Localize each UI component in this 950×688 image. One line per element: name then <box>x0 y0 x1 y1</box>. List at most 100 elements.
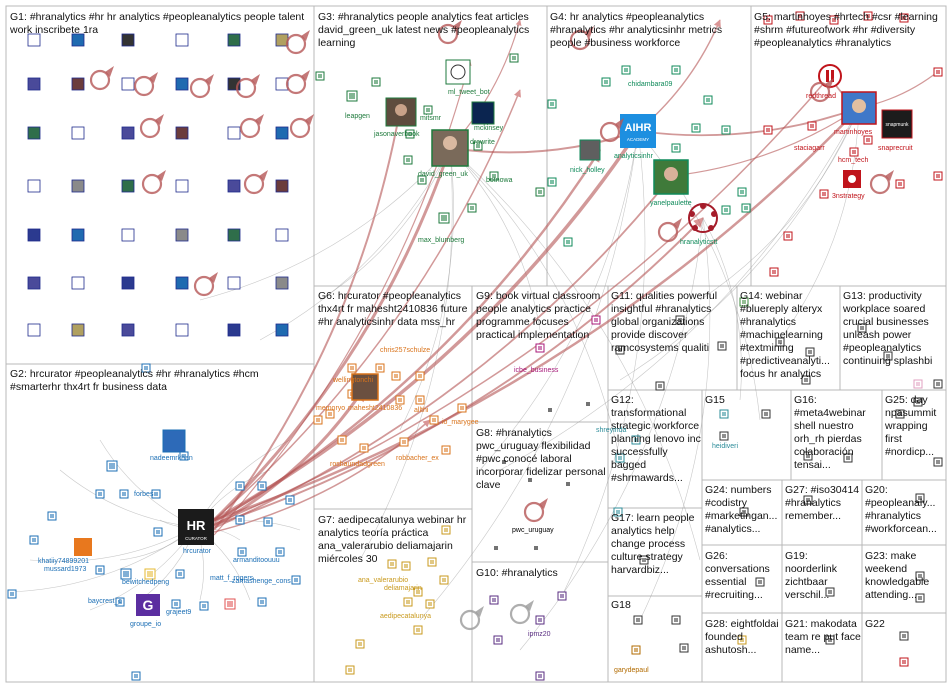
group-label-g20: G20:#peopleanaly...#hranalytics#workforc… <box>865 484 937 535</box>
g1-node[interactable] <box>27 228 41 242</box>
g1-node[interactable] <box>27 276 41 290</box>
g1-node[interactable] <box>71 228 85 242</box>
g1-node[interactable] <box>227 228 241 242</box>
g1-node[interactable] <box>121 323 135 337</box>
hrcurator-node[interactable]: HR CURATOR <box>178 509 214 545</box>
group-label-g2: G2: hrcurator #peopleanalytics #hr #hran… <box>10 368 259 393</box>
g1-node[interactable] <box>121 77 135 91</box>
self-loop-arrowhead <box>251 74 260 85</box>
self-loop-arrowhead <box>539 498 548 509</box>
g1-node[interactable] <box>27 77 41 91</box>
g1-node[interactable] <box>227 276 241 290</box>
network-node-fill <box>618 348 622 352</box>
g1-node[interactable] <box>175 323 189 337</box>
network-node-fill <box>886 354 890 358</box>
g1-node[interactable] <box>121 126 135 140</box>
g1-node[interactable] <box>71 33 85 47</box>
g1-node[interactable] <box>27 179 41 193</box>
g1-node[interactable] <box>71 126 85 140</box>
yanelpaulette-avatar[interactable] <box>653 159 689 195</box>
3nstrategy-dot <box>848 175 856 183</box>
network-node-fill <box>362 446 366 450</box>
node-label-zamashenge_cons: zamashenge_cons <box>232 578 291 585</box>
g1-node[interactable] <box>275 179 289 193</box>
g1-node[interactable] <box>27 33 41 47</box>
nadeemrkhan-avatar[interactable] <box>162 429 186 453</box>
g1-node[interactable] <box>175 276 189 290</box>
network-node-fill <box>674 618 678 622</box>
g1-node[interactable] <box>121 276 135 290</box>
network-node-fill <box>846 456 850 460</box>
snapmunk-avatar[interactable] <box>881 109 913 139</box>
g1-node[interactable] <box>275 126 289 140</box>
network-node-fill <box>444 528 448 532</box>
g1-node[interactable] <box>175 179 189 193</box>
nick-holley-avatar[interactable] <box>579 139 601 161</box>
g1-node[interactable] <box>227 323 241 337</box>
network-node-fill <box>154 492 158 496</box>
network-node-fill <box>636 618 640 622</box>
g1-node[interactable] <box>275 323 289 337</box>
network-node-fill <box>538 346 542 350</box>
network-node-fill <box>560 594 564 598</box>
mahesht-avatar[interactable] <box>351 373 379 401</box>
network-node-fill <box>122 492 126 496</box>
edge-light <box>399 147 454 431</box>
khatiiy-avatar[interactable] <box>74 538 92 556</box>
edge-heavy <box>212 146 453 522</box>
g1-node[interactable] <box>121 228 135 242</box>
network-node-fill <box>766 18 770 22</box>
g1-node[interactable] <box>275 276 289 290</box>
network-node-fill <box>936 382 940 386</box>
g1-node[interactable] <box>71 179 85 193</box>
network-node-fill <box>902 634 906 638</box>
network-node-fill <box>804 378 808 382</box>
g1-node[interactable] <box>27 323 41 337</box>
g1-node[interactable] <box>175 77 189 91</box>
network-node-fill <box>426 108 430 112</box>
self-loop <box>133 75 155 97</box>
network-node-fill <box>916 400 920 404</box>
g1-node[interactable] <box>121 179 135 193</box>
g1-node[interactable] <box>175 126 189 140</box>
node-labels: hrcuratornadeemrkhanforbeskhatiiy7489920… <box>38 81 913 674</box>
g1-node[interactable] <box>121 33 135 47</box>
g1-node[interactable] <box>175 33 189 47</box>
self-loop <box>459 609 481 631</box>
node-label-chidambara09: chidambara09 <box>628 81 672 88</box>
network-node-fill <box>123 571 129 577</box>
network-node-fill <box>624 68 628 72</box>
g1-node[interactable] <box>27 126 41 140</box>
g1-node[interactable] <box>71 276 85 290</box>
mckinsey-avatar[interactable] <box>471 101 495 125</box>
node-label-bewitchedpeng: bewitchedpeng <box>122 579 169 586</box>
self-loop <box>523 501 545 523</box>
g1-node[interactable] <box>227 126 241 140</box>
groupe-io-avatar[interactable] <box>136 594 160 616</box>
g1-node[interactable] <box>175 228 189 242</box>
self-loop <box>657 221 679 243</box>
ml-tweet-bot-avatar[interactable] <box>445 59 471 85</box>
network-node-fill <box>350 366 354 370</box>
self-loop-arrowhead <box>205 74 214 85</box>
g1-node[interactable] <box>227 33 241 47</box>
network-node-fill <box>460 406 464 410</box>
network-node-fill <box>156 530 160 534</box>
network-node-fill <box>318 74 322 78</box>
hranalyticstt-node[interactable] <box>688 203 718 233</box>
network-node-fill <box>404 564 408 568</box>
node-label-martinhoyes: martinhoyes <box>834 129 873 136</box>
network-node-fill <box>238 518 242 522</box>
g1-node[interactable] <box>275 228 289 242</box>
g1-node[interactable] <box>227 179 241 193</box>
network-node-fill <box>288 498 292 502</box>
analyticsinhr-logo-node[interactable]: AIHR ACADEMY <box>620 114 656 148</box>
g1-node[interactable] <box>71 77 85 91</box>
hr-logo-sub: CURATOR <box>185 536 208 541</box>
edge-heavy <box>213 107 860 522</box>
g1-node[interactable] <box>71 323 85 337</box>
